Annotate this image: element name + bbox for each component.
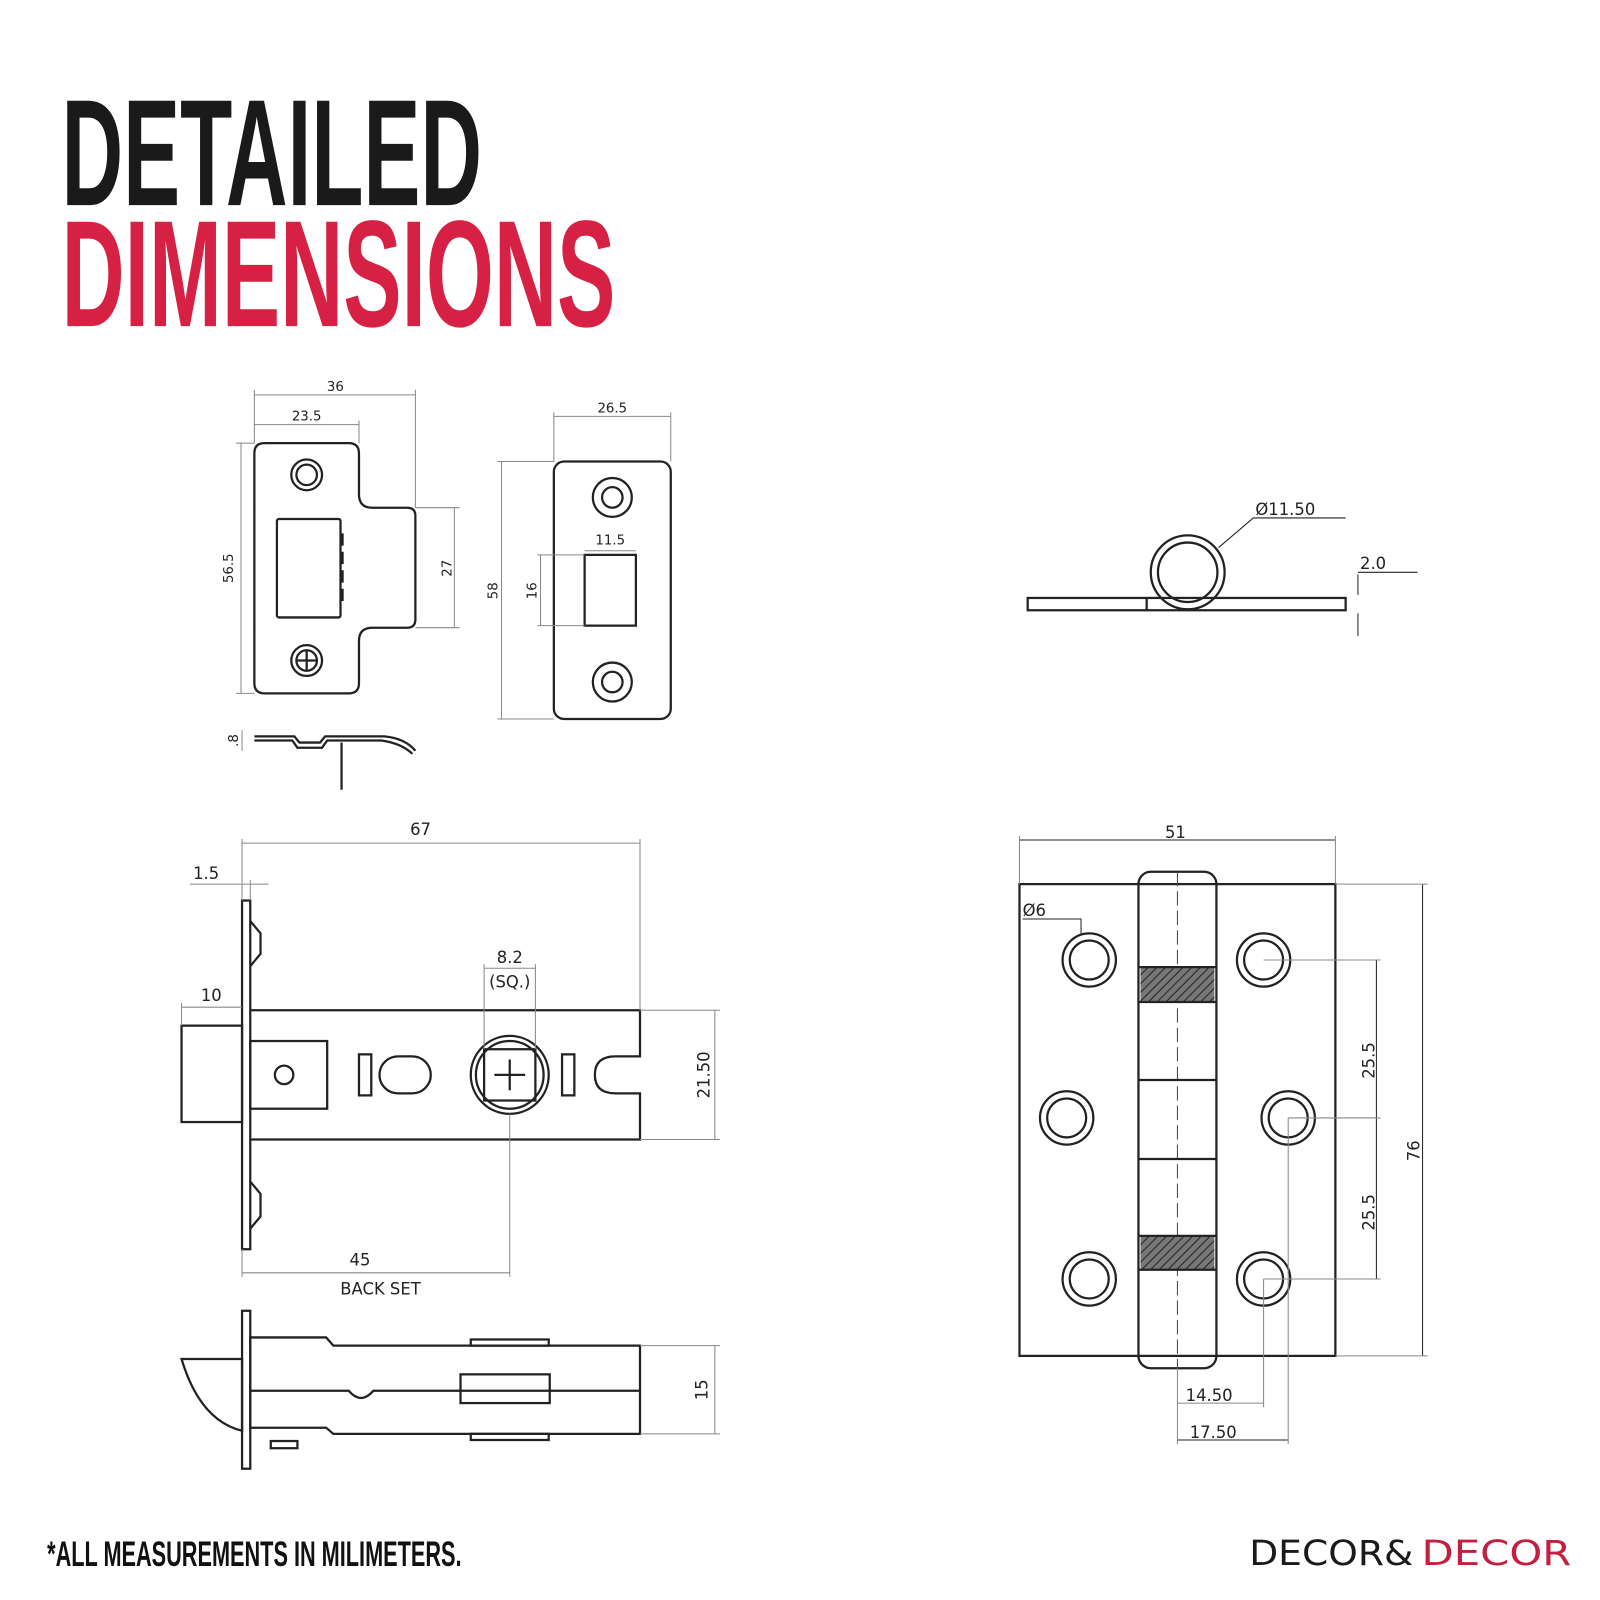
- dim-hole-diameter: Ø6: [1023, 901, 1046, 920]
- dim-23-5: 23.5: [292, 410, 322, 425]
- dim-offset-14-50: 14.50: [1186, 1386, 1233, 1405]
- dim-hinge-height: 76: [1404, 1140, 1423, 1161]
- title-line-2: DIMENSIONS: [62, 190, 616, 359]
- dim-leaf-thickness: 2.0: [1360, 554, 1386, 573]
- dim-knuckle-diameter: Ø11.50: [1255, 500, 1315, 519]
- dim-hole-spacing-1: 25.5: [1359, 1042, 1378, 1079]
- dim-56-5: 56.5: [222, 553, 237, 583]
- dim-8-2: 8.2: [497, 948, 523, 967]
- t-strike-plate-drawing: 36 23.5 56.5 27 .8: [222, 380, 460, 790]
- title-line-1: DETAILED: [62, 69, 483, 238]
- dim-26-5: 26.5: [597, 401, 627, 416]
- tubular-latch-drawing: 67 1.5 10 8.2 (SQ.) 21.50 45 BACK SET: [180, 820, 720, 1298]
- dim-10: 10: [201, 986, 222, 1005]
- brand-logo: DECOR& DECOR: [1249, 1534, 1571, 1574]
- measurement-note: *ALL MEASUREMENTS IN MILIMETERS.: [47, 1535, 461, 1574]
- backset-label: BACK SET: [340, 1279, 421, 1298]
- dim-11-5: 11.5: [595, 534, 625, 549]
- dim-hinge-width: 51: [1165, 823, 1186, 842]
- dim-27: 27: [440, 560, 455, 577]
- dim-36: 36: [327, 380, 344, 395]
- hinge-top-view: Ø11.50 2.0: [1026, 500, 1418, 636]
- dim-15: 15: [693, 1379, 712, 1400]
- dim-offset-17-50: 17.50: [1190, 1423, 1237, 1442]
- rect-strike-plate-drawing: 26.5 11.5 58 16: [486, 401, 672, 721]
- svg-text:DECOR&: DECOR&: [1249, 1534, 1413, 1574]
- dim-0-8: .8: [227, 734, 242, 747]
- dim-21-50: 21.50: [695, 1051, 714, 1098]
- tubular-latch-bottom-view: 15: [180, 1309, 720, 1470]
- dim-67: 67: [410, 820, 431, 839]
- dim-58: 58: [486, 582, 501, 599]
- svg-text:DECOR: DECOR: [1422, 1534, 1572, 1574]
- dim-45: 45: [350, 1251, 371, 1270]
- dim-1-5: 1.5: [193, 864, 219, 883]
- dim-16: 16: [525, 582, 540, 599]
- hinge-front-view: 51 76 25.5 25.5 Ø6 14.50 17.50: [1018, 823, 1428, 1445]
- dim-sq-note: (SQ.): [489, 973, 530, 992]
- dim-hole-spacing-2: 25.5: [1359, 1194, 1378, 1231]
